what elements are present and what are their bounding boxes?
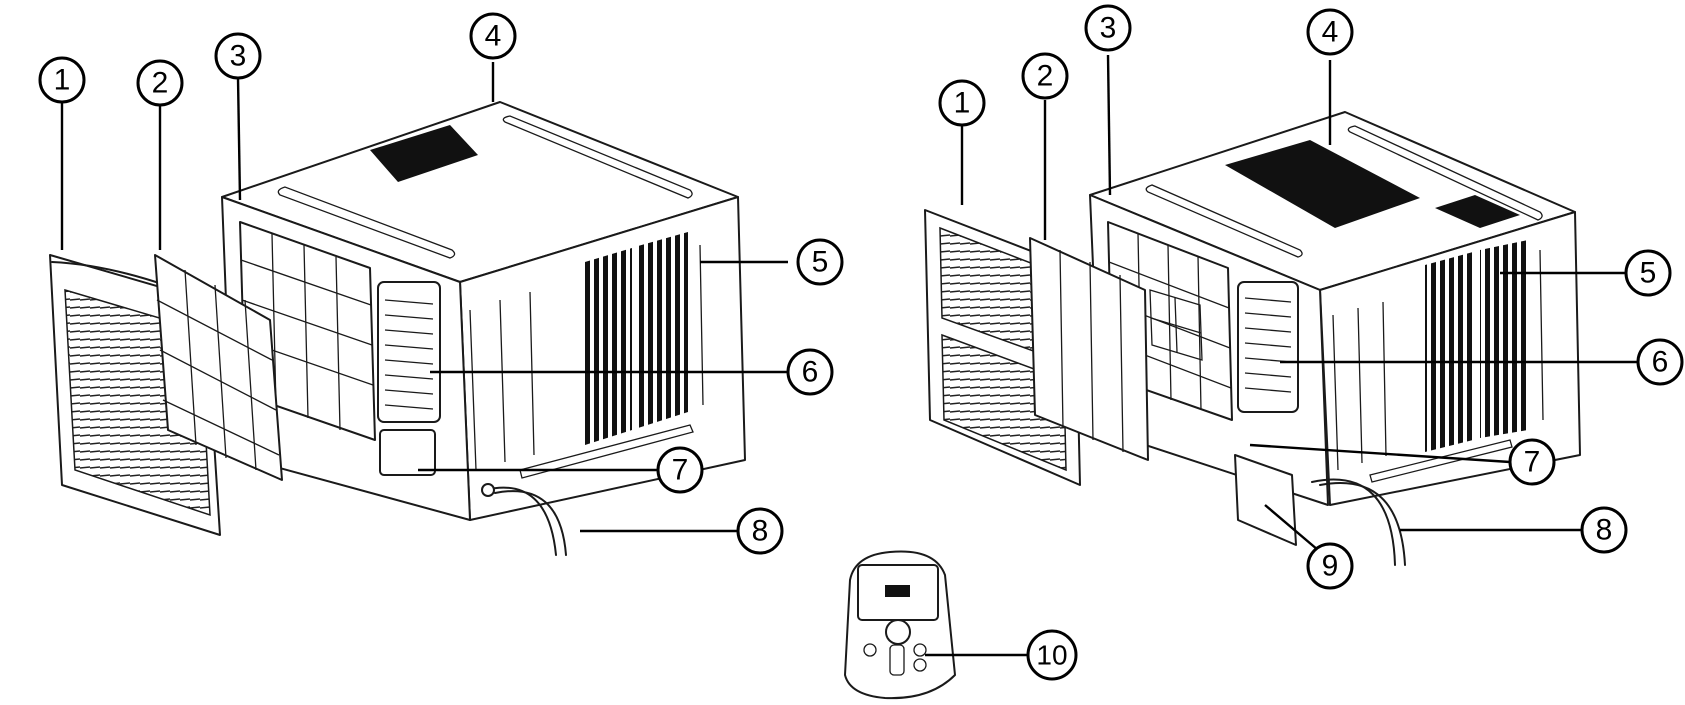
callout-5b: 5 [1624, 249, 1672, 297]
callout-7a: 7 [656, 446, 704, 494]
louvre-panel [377, 281, 441, 476]
callout-7b: 7 [1508, 438, 1556, 486]
callout-6b: 6 [1636, 338, 1684, 386]
callout-4b: 4 [1306, 8, 1354, 56]
svg-text:7: 7 [1524, 446, 1541, 479]
top-vent-large [1225, 140, 1420, 228]
air-filter-b [1029, 237, 1149, 461]
callout-10: 10 [1026, 629, 1078, 681]
svg-text:5: 5 [1640, 257, 1657, 290]
top-vent-small [1435, 195, 1520, 228]
air-filter [154, 254, 283, 481]
callout-9b: 9 [1306, 542, 1354, 590]
callout-5a: 5 [796, 238, 844, 286]
svg-text:6: 6 [1652, 346, 1669, 379]
callout-3a: 3 [214, 32, 262, 80]
svg-text:9: 9 [1322, 550, 1339, 583]
callout-6a: 6 [786, 348, 834, 396]
svg-text:7: 7 [672, 454, 689, 487]
svg-text:10: 10 [1036, 640, 1067, 671]
top-vent [370, 125, 478, 182]
svg-text:4: 4 [1322, 16, 1339, 49]
side-grille-left [585, 248, 632, 445]
right-leader-lines [960, 54, 1638, 551]
callout-1b: 1 [938, 79, 986, 127]
remote-control [844, 550, 1028, 700]
svg-text:3: 3 [230, 40, 247, 73]
svg-text:1: 1 [954, 87, 971, 120]
svg-text:8: 8 [1596, 514, 1613, 547]
louvre-panel-b [1237, 281, 1299, 413]
callout-2a: 2 [136, 59, 184, 107]
svg-text:4: 4 [485, 20, 502, 53]
callout-8b: 8 [1580, 506, 1628, 554]
svg-text:2: 2 [1037, 60, 1054, 93]
right-air-conditioner-unit [924, 111, 1581, 566]
svg-text:8: 8 [752, 515, 769, 548]
control-panel-door [1234, 454, 1297, 546]
callout-2b: 2 [1021, 52, 1069, 100]
left-air-conditioner-unit [49, 101, 746, 556]
svg-text:2: 2 [152, 67, 169, 100]
side-grille-right-b [1480, 240, 1528, 438]
svg-text:5: 5 [812, 246, 829, 279]
svg-text:6: 6 [802, 356, 819, 389]
callout-1a: 1 [38, 56, 86, 104]
svg-text:1: 1 [54, 64, 71, 97]
power-cord-b [1319, 481, 1406, 566]
side-grille-left-b [1425, 252, 1473, 452]
svg-text:3: 3 [1100, 12, 1117, 45]
side-grille-right [638, 232, 688, 428]
callout-4a: 4 [469, 12, 517, 60]
callout-8a: 8 [736, 507, 784, 555]
callout-3b: 3 [1084, 4, 1132, 52]
power-cord [494, 490, 567, 556]
left-leader-lines [60, 62, 788, 533]
